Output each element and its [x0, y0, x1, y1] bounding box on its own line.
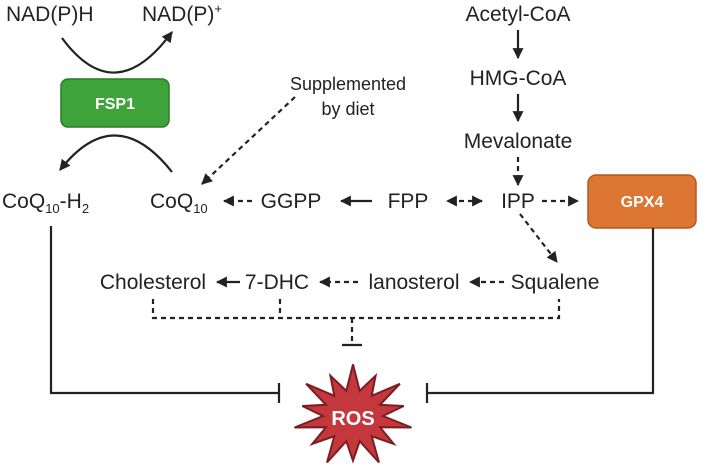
supplemented-line2: by diet — [321, 99, 374, 119]
lanosterol-label: lanosterol — [368, 271, 459, 294]
coq10-label: CoQ10 — [150, 190, 208, 216]
coq10h2-label: CoQ10-H2 — [2, 190, 89, 216]
dhc-label: 7-DHC — [245, 271, 309, 294]
gpx4-box — [587, 174, 697, 229]
nadph-to-nadp-arrow — [61, 31, 173, 74]
ros-label: ROS — [331, 408, 374, 430]
nadp-superscript: + — [214, 1, 222, 16]
supplemented-line1: Supplemented — [290, 74, 406, 94]
coq10h2-subscript2: 2 — [82, 201, 89, 216]
squalene-label: Squalene — [511, 271, 600, 294]
coq10h2-inhibit-line — [49, 226, 278, 395]
fpp-label: FPP — [388, 190, 429, 213]
coq10-subscript: 10 — [193, 201, 207, 216]
fsp1-reduction-arrow — [59, 134, 173, 173]
coq10h2-subscript: 10 — [45, 201, 59, 216]
gpx4-inhibit-line — [428, 228, 655, 395]
ggpp-label: GGPP — [261, 190, 322, 213]
fsp1-box — [60, 78, 170, 128]
cholesterol-label: Cholesterol — [100, 271, 206, 294]
ros-starburst — [294, 364, 412, 464]
sterol-bracket — [151, 299, 561, 320]
acetyl-coa-label: Acetyl-CoA — [465, 3, 570, 26]
nadp-label: NAD(P)+ — [142, 1, 222, 26]
mevalonate-label: Mevalonate — [464, 130, 573, 153]
ipp-label: IPP — [501, 190, 535, 213]
diet-to-coq10-arrow — [201, 96, 296, 185]
fsp1-label: FSP1 — [95, 96, 135, 113]
gpx4-label: GPX4 — [621, 194, 664, 211]
nadph-label: NAD(P)H — [6, 3, 94, 26]
ipp-to-squalene-arrow — [519, 213, 558, 263]
hmg-coa-label: HMG-CoA — [470, 67, 567, 90]
